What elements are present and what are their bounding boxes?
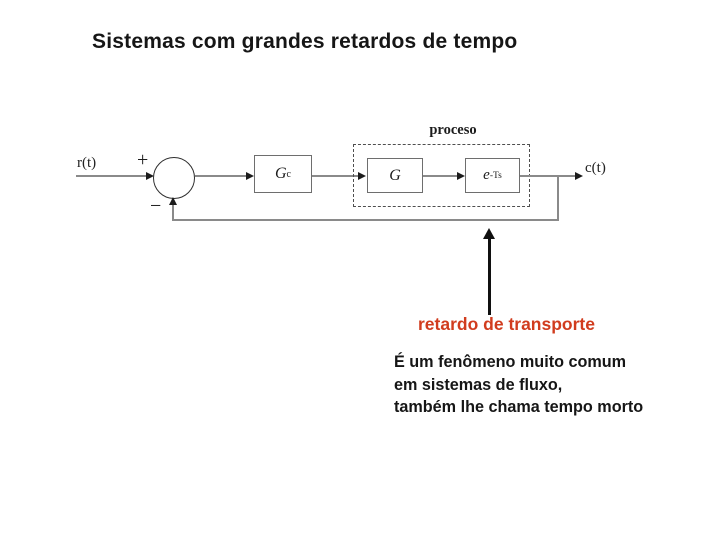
feedback-up-line	[172, 204, 174, 220]
output-signal-label: c(t)	[585, 160, 606, 176]
annotation-body: É um fenômeno muito comum em sistemas de…	[394, 351, 643, 419]
plant-block: G	[367, 158, 423, 193]
feedback-line	[172, 219, 559, 221]
feedback-branch-line	[557, 176, 559, 221]
delay-label-sup: -Ts	[489, 170, 502, 181]
input-signal-label: r(t)	[77, 155, 97, 171]
page-title: Sistemas com grandes retardos de tempo	[92, 30, 518, 53]
plant-label: G	[389, 166, 401, 184]
feedback-arrowhead-icon	[169, 197, 177, 205]
summing-junction	[153, 157, 195, 199]
delay-arrowhead-icon	[457, 172, 465, 180]
delay-block: e-Ts	[465, 158, 520, 193]
annotation-body-line: em sistemas de fluxo,	[394, 375, 563, 394]
junction-to-controller-line	[195, 175, 247, 177]
delay-label: e	[483, 167, 490, 183]
pointer-arrow-shaft	[488, 238, 491, 315]
input-arrowhead-icon	[146, 172, 154, 180]
output-arrowhead-icon	[575, 172, 583, 180]
output-line	[520, 175, 576, 177]
controller-arrowhead-icon	[246, 172, 254, 180]
pointer-arrow-head-icon	[483, 228, 495, 239]
annotation-body-line: também lhe chama tempo morto	[394, 398, 644, 417]
plus-sign: +	[137, 149, 149, 171]
plant-to-delay-line	[423, 175, 457, 177]
minus-sign: −	[150, 195, 162, 217]
annotation-body-line: É um fenômeno muito comum	[394, 353, 627, 371]
controller-to-plant-line	[312, 175, 358, 177]
input-line	[76, 175, 148, 177]
plant-arrowhead-icon	[358, 172, 366, 180]
controller-label-sub: c	[286, 168, 291, 180]
annotation-heading: retardo de transporte	[418, 314, 595, 334]
controller-label: G	[274, 165, 287, 182]
process-group-label: proceso	[429, 122, 477, 138]
